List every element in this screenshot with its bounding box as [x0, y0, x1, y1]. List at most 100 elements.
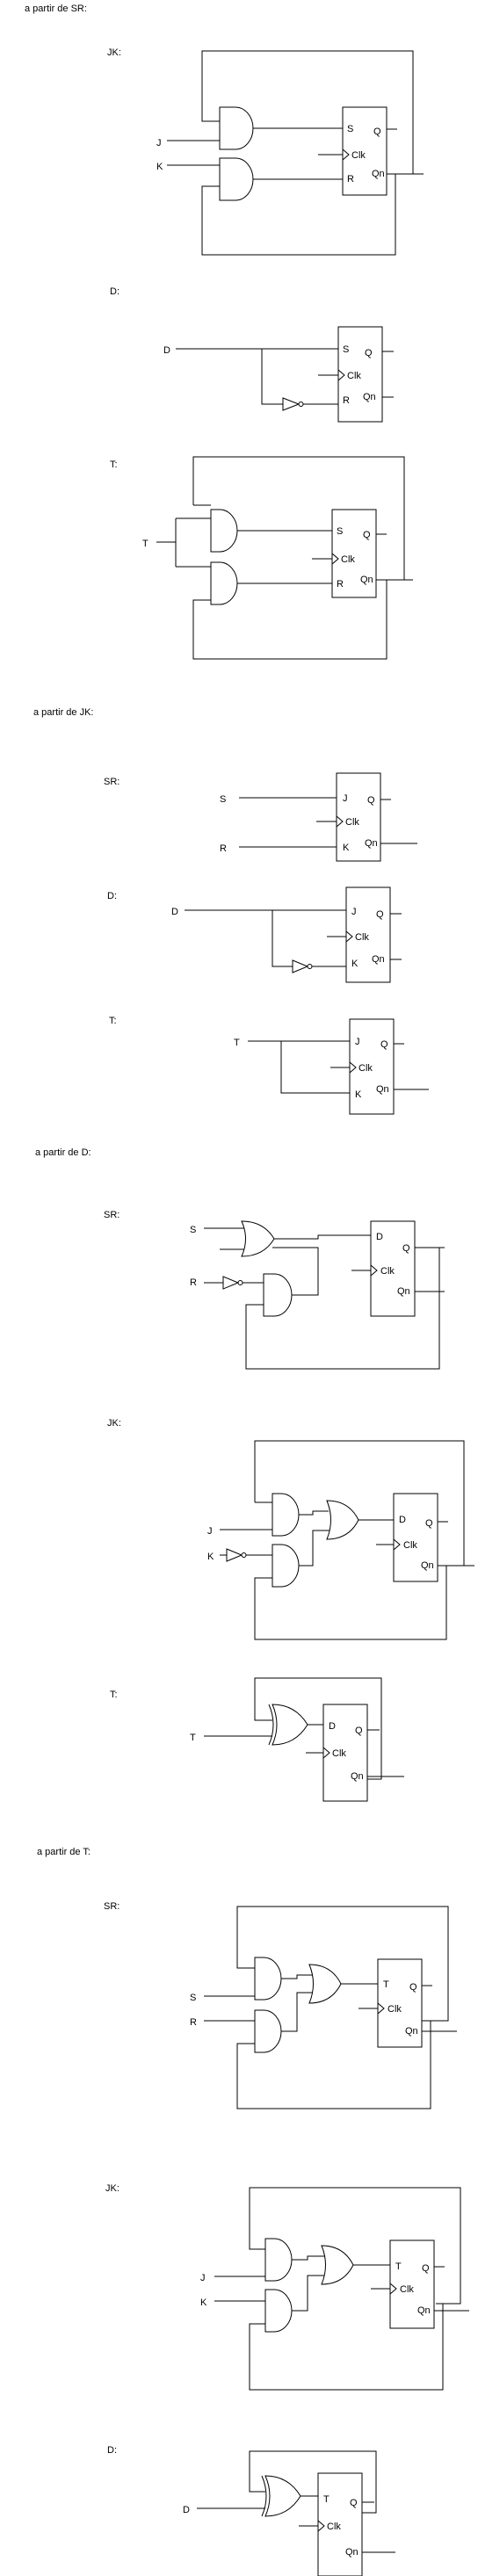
circuit-sr-from-jk: SR: S R J Clk K Q Qn — [104, 772, 417, 862]
and-gate — [210, 509, 238, 553]
clock-triangle — [342, 148, 350, 161]
clock-triangle — [322, 1747, 330, 1759]
wire — [185, 909, 346, 967]
input-label-s: S — [190, 1993, 196, 2003]
wire — [214, 2276, 265, 2302]
and-gate — [264, 2289, 293, 2333]
flip-flop-block — [331, 509, 377, 598]
port-qn: Qn — [405, 2026, 418, 2037]
feedback-wire — [192, 580, 387, 660]
port-q: Q — [376, 909, 384, 920]
port-qn: Qn — [417, 2305, 431, 2316]
circuit-label: JK: — [107, 47, 121, 58]
port-q: Q — [363, 530, 371, 540]
xor-gate — [272, 1704, 308, 1746]
clock-triangle — [317, 2520, 325, 2532]
wire — [220, 1529, 272, 1556]
input-label-k: K — [200, 2297, 207, 2308]
wire — [299, 1510, 332, 1567]
port-k: K — [343, 843, 350, 853]
wire — [438, 1521, 474, 1567]
port-q: Q — [365, 348, 373, 358]
input-label-d: D — [171, 907, 178, 917]
wire — [394, 1043, 429, 1090]
clock-triangle — [331, 553, 339, 565]
port-j: J — [355, 1037, 360, 1047]
wire — [367, 1729, 404, 1777]
circuit-d-from-jk: D: D J Clk K Q Qn — [107, 886, 402, 983]
flip-flop-block — [377, 1958, 423, 2048]
wire — [353, 2264, 392, 2290]
clock-triangle — [345, 930, 353, 943]
port-k: K — [355, 1089, 362, 1100]
wire — [303, 374, 338, 405]
port-qn: Qn — [372, 169, 385, 179]
wire — [299, 2495, 320, 2527]
xor-input-arc — [261, 2475, 267, 2517]
wire — [382, 351, 394, 398]
inverter-bubble — [241, 1552, 247, 1558]
port-t: T — [323, 2494, 330, 2505]
input-label-k: K — [207, 1552, 214, 1562]
flip-flop-block — [317, 2472, 363, 2576]
circuit-label: JK: — [107, 1418, 121, 1429]
or-gate — [308, 1964, 342, 2004]
and-gate — [272, 1493, 300, 1537]
port-q: Q — [350, 2498, 358, 2508]
and-gate — [272, 1544, 300, 1588]
circuit-label: T: — [109, 1016, 117, 1026]
port-s: S — [347, 124, 353, 134]
port-j: J — [351, 907, 357, 917]
port-clk: Clk — [351, 150, 366, 161]
and-gate — [210, 561, 238, 605]
circuit-label: JK: — [105, 2183, 120, 2194]
clock-triangle — [377, 2002, 385, 2015]
port-clk: Clk — [400, 2284, 414, 2295]
circuit-d-from-sr: D: D S Clk R Q Qn — [110, 286, 394, 423]
wire — [176, 348, 338, 405]
input-label-d: D — [183, 2505, 190, 2515]
feedback-wire — [201, 108, 220, 122]
port-s: S — [337, 526, 343, 537]
port-q: Q — [373, 127, 381, 137]
port-clk: Clk — [327, 2522, 341, 2532]
wire — [239, 797, 339, 848]
circuit-jk-from-sr: JK: J K S Clk R Q Qn — [107, 47, 424, 256]
input-label-s: S — [190, 1225, 196, 1235]
input-label-j: J — [207, 1526, 213, 1537]
port-clk: Clk — [345, 817, 359, 828]
section-title-sr: a partir de SR: — [25, 4, 87, 14]
and-gate — [264, 2238, 293, 2282]
port-qn: Qn — [372, 954, 385, 965]
feedback-wire — [249, 2187, 461, 2305]
port-qn: Qn — [351, 1771, 364, 1782]
port-q: Q — [409, 1982, 417, 1993]
circuit-label: SR: — [104, 777, 120, 787]
circuit-t-from-jk: T: T J Clk K Q Qn — [109, 1016, 429, 1115]
port-clk: Clk — [332, 1748, 346, 1759]
inverter-bubble — [298, 402, 304, 407]
wire — [274, 1234, 371, 1240]
circuit-sr-from-d: SR: S R D Clk Q Qn — [104, 1210, 445, 1370]
port-qn: Qn — [365, 838, 378, 849]
wire — [292, 2255, 327, 2312]
or-gate — [326, 1500, 359, 1540]
port-clk: Clk — [387, 2004, 402, 2015]
not-gate — [222, 1276, 240, 1290]
feedback-wire — [249, 2304, 444, 2391]
clock-triangle — [336, 815, 344, 828]
port-t: T — [395, 2261, 402, 2272]
port-qn: Qn — [376, 1084, 389, 1095]
circuit-label: SR: — [104, 1210, 120, 1220]
circuit-d-from-t: D: D T Clk Q Qn — [107, 2445, 395, 2576]
feedback-wire — [236, 1906, 449, 2022]
port-r: R — [347, 174, 354, 185]
port-clk: Clk — [347, 371, 361, 381]
feedback-wire — [254, 1566, 447, 1640]
clock-triangle — [389, 2283, 397, 2295]
section-title-jk: a partir de JK: — [33, 707, 93, 718]
input-label-r: R — [190, 1277, 197, 1288]
clock-triangle — [337, 369, 345, 381]
wire — [362, 2501, 395, 2553]
